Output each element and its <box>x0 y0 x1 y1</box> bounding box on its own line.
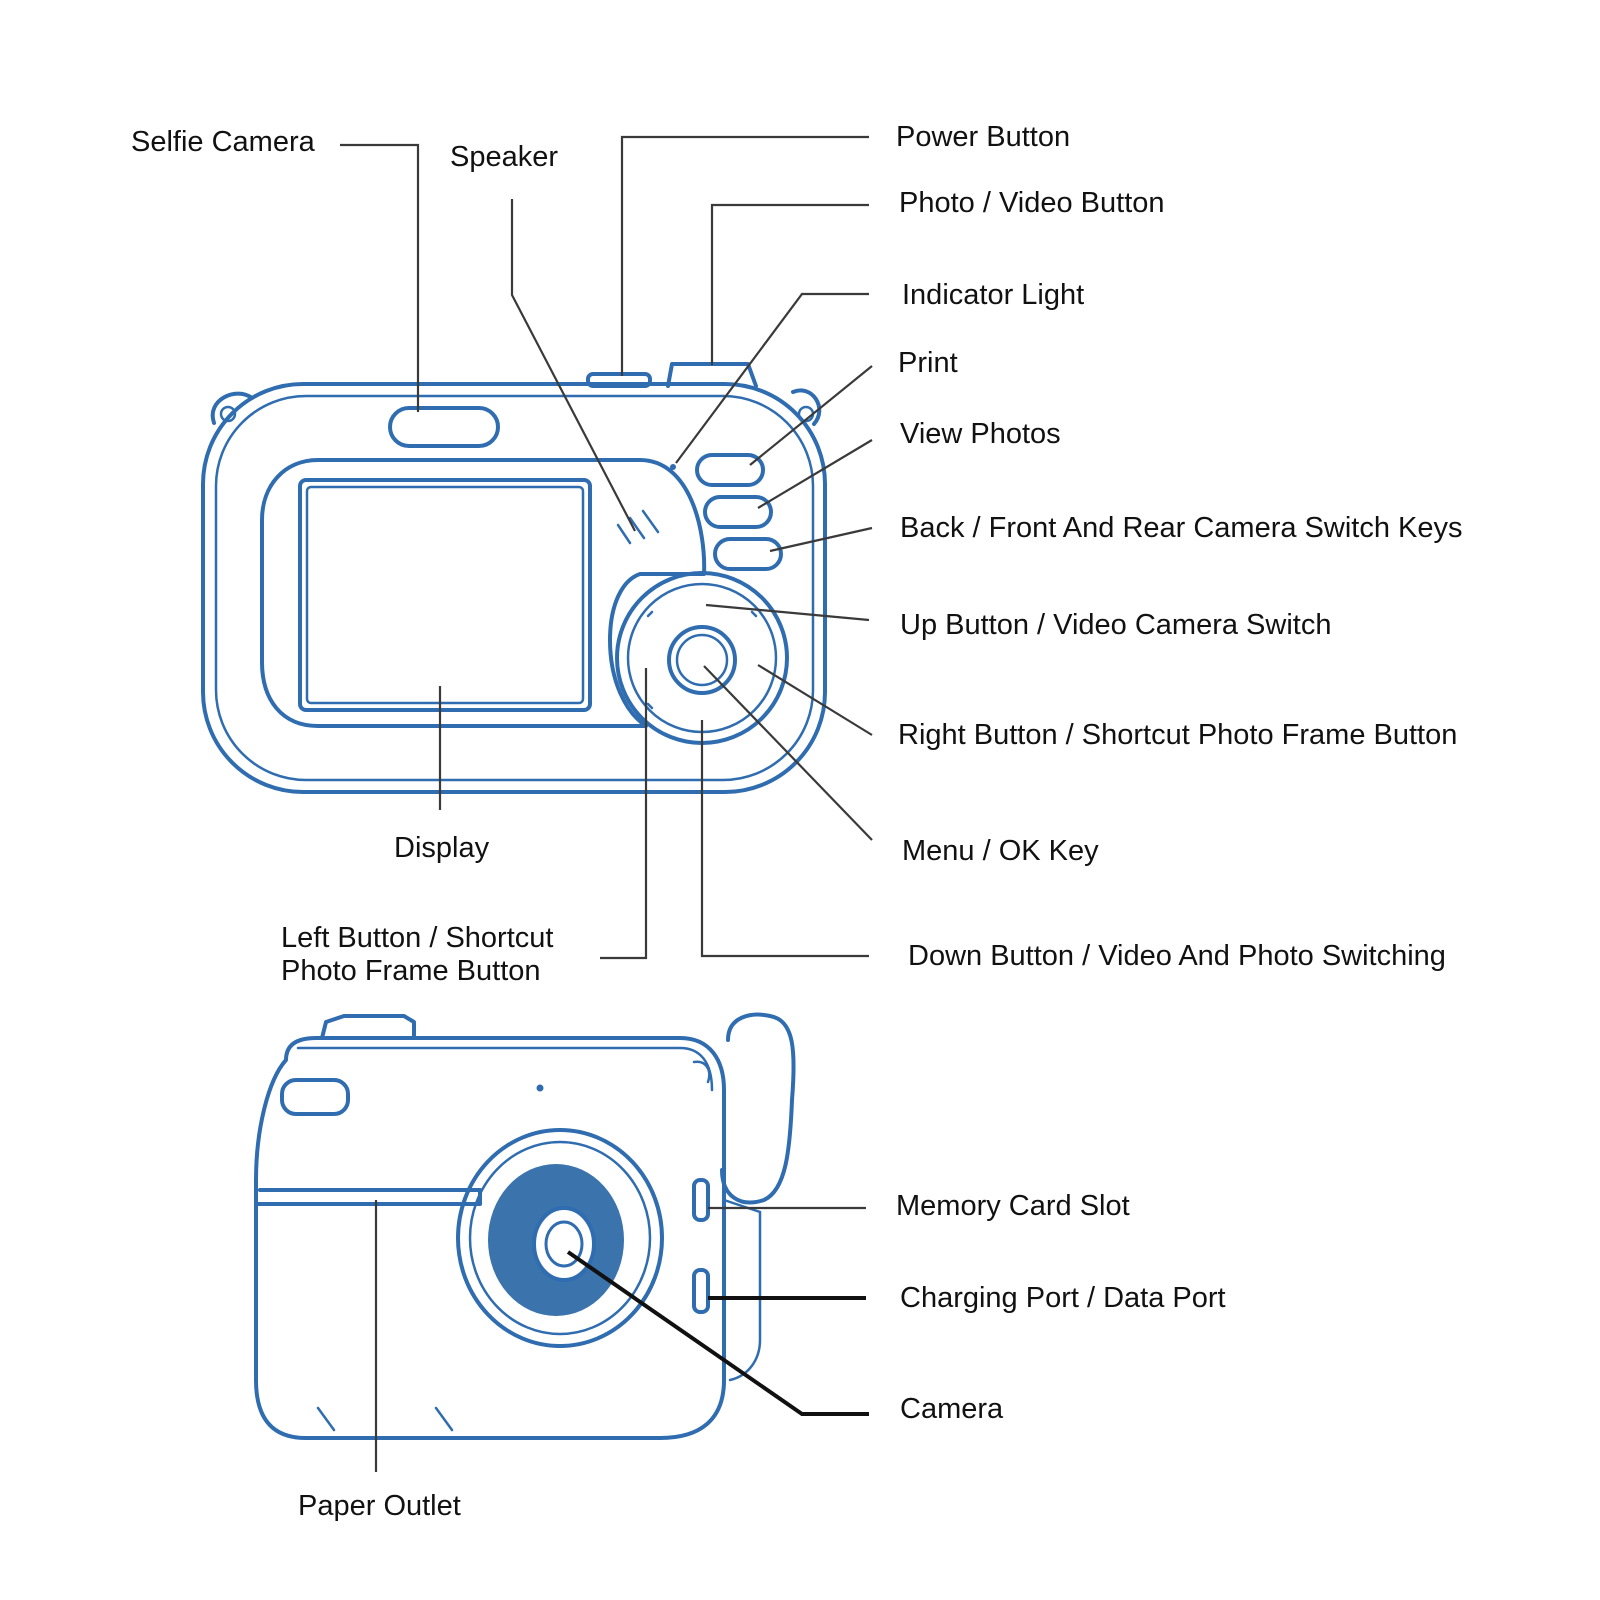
camera-body-inner <box>214 394 815 782</box>
lens-mid-ring <box>468 1140 652 1336</box>
leader-right-button <box>757 664 873 736</box>
front-mic-dot <box>536 1084 544 1092</box>
dpad-tick-ll <box>646 702 654 710</box>
foot-right <box>434 1406 454 1432</box>
front-body-top-edge <box>296 1046 714 1092</box>
ok-button-shape <box>667 625 737 695</box>
leader-power-button <box>620 135 869 376</box>
selfie-camera-shape <box>388 406 500 448</box>
label-right-button: Right Button / Shortcut Photo Frame Butt… <box>898 719 1458 751</box>
camera-rear-view-outline <box>201 362 827 794</box>
display-shape <box>298 478 592 712</box>
leader-indicator-light <box>675 292 869 464</box>
leader-down-button <box>700 720 869 958</box>
label-selfie-camera: Selfie Camera <box>131 126 315 158</box>
strap-loop <box>692 1060 711 1084</box>
label-left-button-line1: Left Button / Shortcut <box>281 922 554 954</box>
label-photo-video-button: Photo / Video Button <box>899 187 1165 219</box>
charging-port-shape <box>692 1268 710 1314</box>
top-dial-shape <box>320 1014 416 1040</box>
label-charging-port: Charging Port / Data Port <box>900 1282 1226 1314</box>
label-menu-ok: Menu / OK Key <box>902 835 1099 867</box>
power-button-shape <box>586 372 652 388</box>
print-button-shape <box>695 453 765 487</box>
lens-outer-ring <box>456 1128 664 1348</box>
memory-card-slot-shape <box>692 1178 710 1222</box>
leader-back-switch <box>769 526 873 553</box>
label-speaker: Speaker <box>450 141 559 173</box>
speaker-grille-1 <box>616 523 632 545</box>
front-body <box>254 1036 726 1440</box>
leader-selfie-camera <box>340 143 420 412</box>
dpad-ring <box>615 571 789 745</box>
label-camera: Camera <box>900 1393 1004 1425</box>
flash-window-shape <box>280 1078 350 1116</box>
speaker-grille-2 <box>628 516 646 540</box>
label-paper-outlet: Paper Outlet <box>298 1490 461 1522</box>
leader-left-button <box>600 668 648 960</box>
speaker-grille-3 <box>641 509 660 534</box>
back-switch-button-shape <box>713 537 783 571</box>
ok-button-inner <box>675 633 729 687</box>
dpad-tick-ul <box>646 610 654 618</box>
label-memory-card-slot: Memory Card Slot <box>896 1190 1130 1222</box>
leader-speaker <box>510 199 636 532</box>
hand-strap <box>720 1012 796 1205</box>
camera-body <box>201 382 827 794</box>
leader-camera <box>566 1250 869 1416</box>
screen-bezel <box>260 458 707 728</box>
left-strap-lug <box>210 391 254 425</box>
leader-print <box>749 365 873 466</box>
label-down-button: Down Button / Video And Photo Switching <box>908 940 1446 972</box>
leader-photo-video-button <box>710 203 869 365</box>
lens-core <box>544 1220 584 1268</box>
leader-up-button <box>705 603 870 622</box>
label-left-button-line2: Photo Frame Button <box>281 955 541 987</box>
side-panel-edge <box>722 1198 762 1382</box>
label-back-switch-keys: Back / Front And Rear Camera Switch Keys <box>900 512 1463 544</box>
leader-menu-ok <box>703 665 873 841</box>
camera-front-view-outline <box>254 1012 796 1440</box>
indicator-light-dot <box>670 464 676 470</box>
label-display: Display <box>394 832 490 864</box>
view-photos-button-shape <box>703 495 773 529</box>
lens-center <box>532 1206 596 1282</box>
dpad-ring-inner <box>626 582 778 734</box>
label-view-photos: View Photos <box>900 418 1061 450</box>
label-indicator-light: Indicator Light <box>902 279 1085 311</box>
label-print: Print <box>898 347 958 379</box>
leader-lines <box>340 135 873 1472</box>
left-lug-hole <box>219 405 237 423</box>
dpad-tick-ur <box>750 610 758 618</box>
leader-view-photos <box>757 439 873 509</box>
label-power-button: Power Button <box>896 121 1071 153</box>
right-strap-lug <box>791 388 822 426</box>
display-inner <box>305 485 585 705</box>
shutter-button-shape <box>666 362 758 388</box>
paper-outlet-shape <box>256 1188 482 1206</box>
label-up-button: Up Button / Video Camera Switch <box>900 609 1332 641</box>
foot-left <box>316 1406 336 1432</box>
